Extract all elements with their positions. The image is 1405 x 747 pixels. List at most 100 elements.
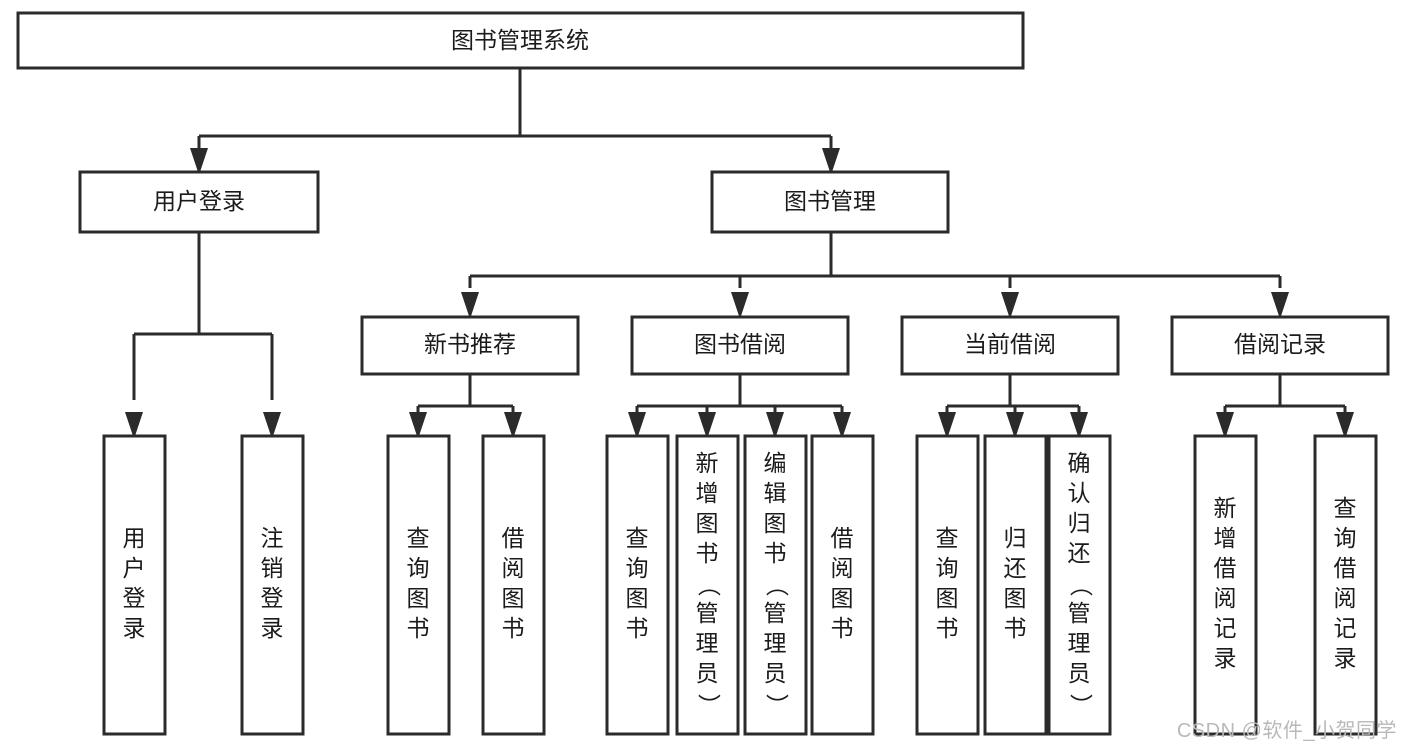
svg-text:询: 询 [407,555,430,581]
node-current-borrow-label: 当前借阅 [964,331,1056,357]
svg-text:新: 新 [696,450,719,476]
svg-text:图: 图 [1004,585,1027,611]
svg-text:图: 图 [626,585,649,611]
node-leaf-borrow-book-2-box[interactable] [810,434,875,736]
svg-text:书: 书 [1004,615,1027,641]
node-new-book-recommend-label: 新书推荐 [424,331,516,357]
svg-text:理: 理 [696,630,719,656]
node-new-book-recommend[interactable]: 新书推荐 [360,315,580,376]
svg-text:借: 借 [502,525,525,551]
svg-text:管: 管 [696,600,719,626]
svg-text:辑: 辑 [764,480,787,506]
node-root-box[interactable] [16,11,1025,70]
svg-text:录: 录 [123,615,146,641]
svg-text:录: 录 [261,615,284,641]
svg-text:借: 借 [831,525,854,551]
svg-text:记: 记 [1214,615,1237,641]
svg-text:询: 询 [626,555,649,581]
node-current-borrow-box[interactable] [900,315,1120,376]
svg-text:图: 图 [831,585,854,611]
node-leaf-add-record-box[interactable] [1193,434,1258,736]
svg-text:阅: 阅 [502,555,525,581]
svg-text:图: 图 [936,585,959,611]
arrow-to-new-book-recommend [461,292,479,319]
node-leaf-return-book-box[interactable] [983,434,1048,736]
node-leaf-user-login[interactable]: 用户登录 [102,434,167,736]
node-leaf-borrow-book-1-box[interactable] [481,434,546,736]
node-leaf-user-logout-box[interactable] [240,434,305,736]
svg-text:员: 员 [1068,660,1091,686]
svg-text:（: （ [696,574,722,597]
svg-text:阅: 阅 [831,555,854,581]
svg-text:书: 书 [936,615,959,641]
svg-text:询: 询 [1334,525,1357,551]
svg-text:）: ） [764,694,790,717]
svg-text:确: 确 [1068,450,1091,476]
node-leaf-confirm-return-box[interactable] [1047,434,1112,736]
svg-text:增: 增 [696,480,719,506]
svg-text:新: 新 [1214,495,1237,521]
node-borrow-record[interactable]: 借阅记录 [1170,315,1390,376]
svg-text:还: 还 [1004,555,1027,581]
svg-text:增: 增 [1214,525,1237,551]
node-leaf-edit-book-box[interactable] [743,434,808,736]
node-book-management[interactable]: 图书管理 [710,170,950,234]
node-leaf-query-record-box[interactable] [1313,434,1378,736]
svg-text:）: ） [696,694,722,717]
svg-text:查: 查 [936,525,959,551]
svg-text:查: 查 [407,525,430,551]
svg-text:注: 注 [261,525,284,551]
svg-text:员: 员 [764,660,787,686]
svg-text:图: 图 [502,585,525,611]
node-book-borrow[interactable]: 图书借阅 [630,315,850,376]
node-leaf-add-book-box[interactable] [675,434,740,736]
svg-text:理: 理 [1068,630,1091,656]
node-leaf-query-book-1-box[interactable] [386,434,451,736]
node-book-management-box[interactable] [710,170,950,234]
svg-text:认: 认 [1068,480,1091,506]
svg-text:归: 归 [1068,510,1091,536]
svg-text:户: 户 [123,555,146,581]
svg-text:借: 借 [1214,555,1237,581]
node-borrow-record-box[interactable] [1170,315,1390,376]
node-user-login-box[interactable] [78,170,320,234]
svg-text:理: 理 [764,630,787,656]
node-current-borrow[interactable]: 当前借阅 [900,315,1120,376]
node-book-management-label: 图书管理 [784,188,876,214]
svg-text:书: 书 [407,615,430,641]
svg-text:图: 图 [696,510,719,536]
node-book-borrow-box[interactable] [630,315,850,376]
node-new-book-recommend-box[interactable] [360,315,580,376]
node-leaf-query-book-3-box[interactable] [915,434,980,736]
svg-text:记: 记 [1334,615,1357,641]
node-leaf-user-login-box[interactable] [102,434,167,736]
node-root[interactable]: 图书管理系统 [16,11,1025,70]
node-user-login[interactable]: 用户登录 [78,170,320,234]
svg-text:）: ） [1068,694,1094,717]
svg-text:用: 用 [123,525,146,551]
svg-text:图: 图 [764,510,787,536]
node-leaf-query-book-2-box[interactable] [605,434,670,736]
